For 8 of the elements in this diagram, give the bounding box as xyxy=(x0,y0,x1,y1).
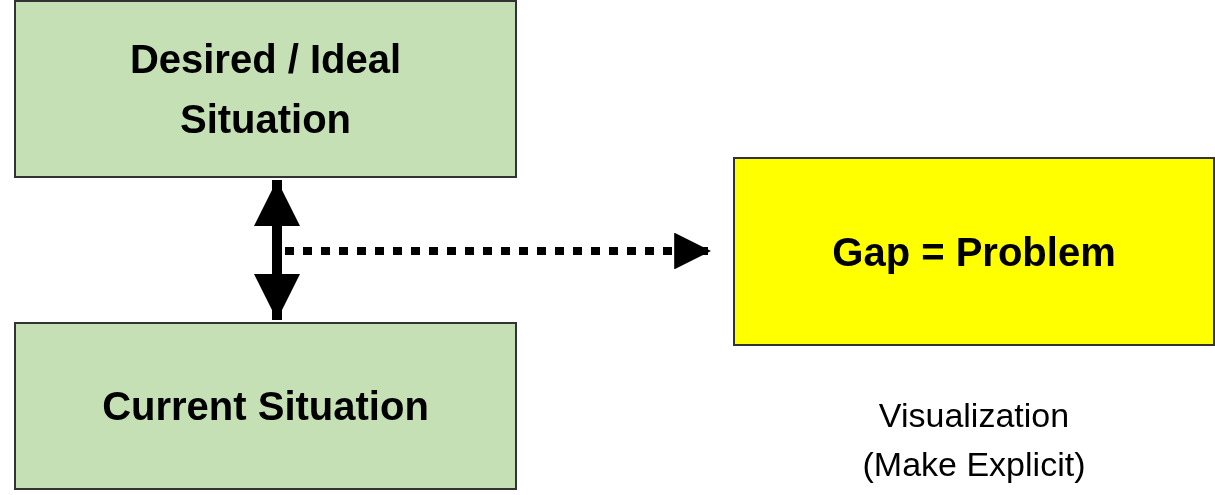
process-box xyxy=(14,322,517,490)
node-label: Visualization (Make Explicit) xyxy=(861,395,1087,486)
double-arrow xyxy=(254,180,300,320)
box-label: Gap = Problem xyxy=(832,228,1116,276)
box-label: Desired / Ideal Situation xyxy=(128,36,403,143)
process-box xyxy=(14,0,517,178)
process-box xyxy=(733,157,1215,346)
box-label: Current Situation xyxy=(102,383,429,430)
